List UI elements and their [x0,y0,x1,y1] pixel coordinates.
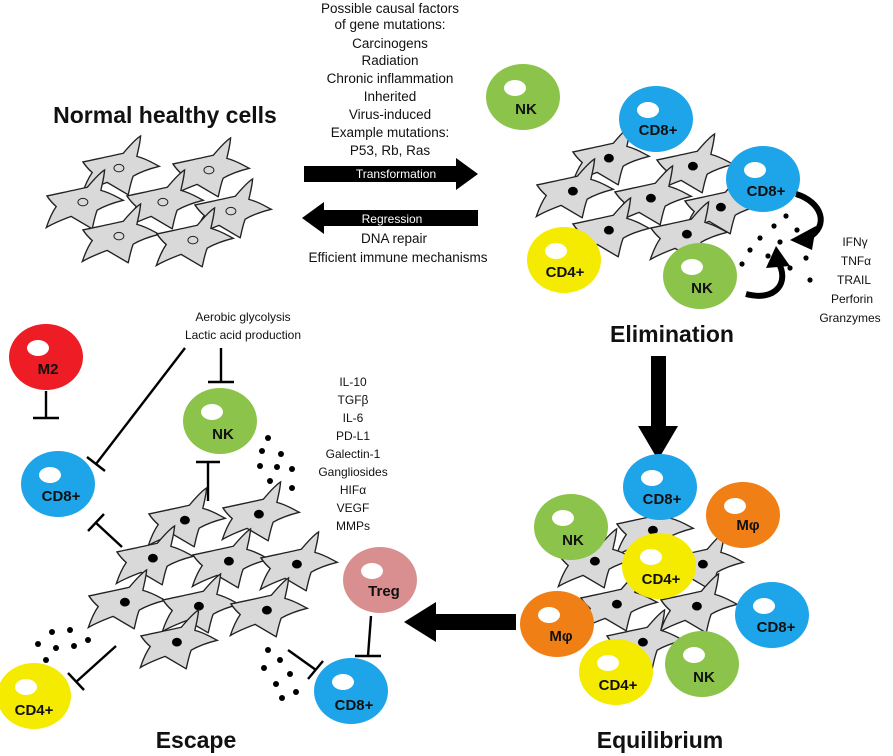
nk-cell-label: NK [562,532,584,549]
suppressor-label: Gangliosides [318,465,387,479]
secreted-molecules-dots [35,627,91,663]
cd8-cell-label: CD8+ [335,697,374,714]
suppressor-label: IL-6 [343,411,364,425]
cause-line: Virus-induced [349,107,431,122]
inhibition-line [33,391,59,420]
cause-line: Possible causal factors [321,1,459,16]
inhibition-line [208,348,234,384]
secreted-molecules-dots [261,647,299,701]
regression-label: Regression [362,212,423,226]
cytokine-label: TRAIL [837,273,871,287]
inhibition-line [67,645,117,691]
treg-cell: Treg [343,547,417,613]
transformation-label: Transformation [356,167,436,181]
cd8-cell-label: CD8+ [639,122,678,139]
cd8-cell-label: CD8+ [643,491,682,508]
cd8-cell: CD8+ [726,146,800,212]
cd4-cell: CD4+ [579,639,653,705]
cause-line: P53, Rb, Ras [350,143,431,158]
m2-cell-label: M2 [38,361,59,378]
cd8-cell-label: CD8+ [747,183,786,200]
cd4-cell-label: CD4+ [546,264,585,281]
left-arrow [404,602,516,642]
cd4-cell-label: CD4+ [15,702,54,719]
nk-cell: NK [665,631,739,697]
cause-line: of gene mutations: [334,17,445,32]
metabolism-label: Lactic acid production [185,328,301,342]
regression-factor: DNA repair [361,231,428,246]
cause-line: Carcinogens [352,36,428,51]
suppressor-label: HIFα [340,483,366,497]
cytokine-label: Perforin [831,292,873,306]
suppressor-label: IL-10 [339,375,367,389]
suppressor-list: IL-10 TGFβ IL-6 PD-L1 Galectin-1 Ganglio… [318,375,387,533]
suppressor-label: MMPs [336,519,370,533]
curved-arrow-icon [745,246,790,299]
macrophage-cell: Mφ [706,482,780,548]
nk-cell-label: NK [515,101,537,118]
cd8-cell-label: CD8+ [42,488,81,505]
transformation-arrow: Transformation [304,158,478,190]
nk-cell-label: NK [691,280,713,297]
stage-escape-label: Escape [156,727,237,753]
cd4-cell-label: CD4+ [642,571,681,588]
suppressor-label: VEGF [337,501,370,515]
causal-factors-list: Possible causal factors of gene mutation… [321,1,459,158]
suppressor-label: Galectin-1 [326,447,381,461]
cytokine-label: IFNγ [842,235,867,249]
escape-tumor-cells [87,481,338,670]
macrophage-cell-label: Mφ [549,628,572,645]
cd8-cell: CD8+ [735,582,809,648]
cytokine-label: Granzymes [819,311,880,325]
inhibition-line [355,615,381,658]
suppressor-label: PD-L1 [336,429,370,443]
cause-line: Inherited [364,89,417,104]
cd8-cell: CD8+ [314,658,388,724]
cd4-cell: CD4+ [622,533,696,599]
elimination-tumor-cells [535,125,762,262]
inhibition-line [86,347,186,472]
normal-cell-cluster [45,135,272,268]
m2-cell: M2 [9,324,83,390]
cytokine-label: TNFα [841,254,871,268]
inhibition-line [287,649,324,680]
cd8-cell: CD8+ [21,451,95,517]
cytokine-list: IFNγ TNFα TRAIL Perforin Granzymes [819,235,880,325]
cd4-cell-label: CD4+ [599,677,638,694]
nk-cell-label: NK [693,669,715,686]
curved-arrow-icon [790,191,824,250]
down-arrow [638,356,678,460]
nk-cell: NK [183,388,257,454]
cd8-cell: CD8+ [623,454,697,520]
cd8-cell: CD8+ [619,86,693,152]
metabolism-label: Aerobic glycolysis [195,310,290,324]
cause-line: Example mutations: [331,125,450,140]
equilibrium-tumor-cells [557,497,744,670]
cd4-cell: CD4+ [527,227,601,293]
inhibition-line [87,513,123,548]
macrophage-cell-label: Mφ [736,517,759,534]
cause-line: Radiation [361,53,418,68]
cd4-cell: CD4+ [0,663,71,729]
nk-cell: NK [486,64,560,130]
nk-cell: NK [534,494,608,560]
cause-line: Chronic inflammation [327,71,454,86]
regression-arrow: Regression [302,202,478,234]
stage-elimination-label: Elimination [610,321,734,347]
secreted-molecules-dots [257,435,295,491]
stage-equilibrium-label: Equilibrium [597,727,724,753]
secreted-molecules-dots [739,213,813,283]
suppressor-label: TGFβ [338,393,369,407]
treg-cell-label: Treg [368,583,400,600]
macrophage-cell: Mφ [520,591,594,657]
inhibition-line [196,460,220,501]
cd8-cell-label: CD8+ [757,619,796,636]
regression-factor: Efficient immune mechanisms [308,250,487,265]
nk-cell-label: NK [212,426,234,443]
nk-cell: NK [663,243,737,309]
stage-normal-label: Normal healthy cells [53,102,277,128]
